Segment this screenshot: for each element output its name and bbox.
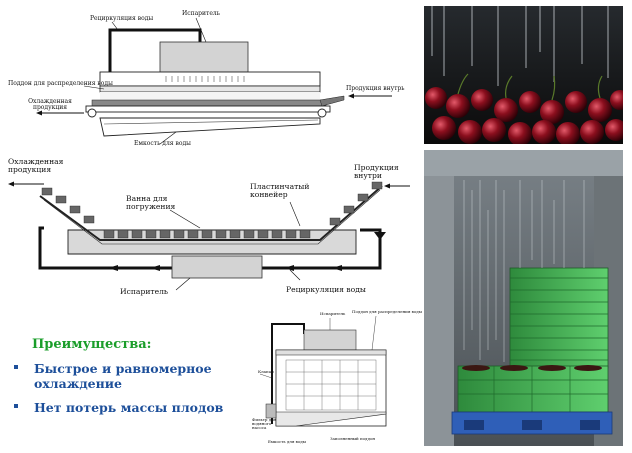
top-tray-label: Поддон для распределения воды: [8, 81, 113, 87]
bullet-icon: [14, 365, 18, 369]
small-pallet-label: Заполненный поддон: [330, 437, 375, 441]
middle-conveyor-label: Пластинчатый конвейер: [250, 183, 322, 199]
top-recirculation-label: Рециркуляция воды: [90, 16, 153, 22]
small-tray-label: Поддон для распределения воды: [352, 310, 422, 314]
middle-bath-label: Ванна для погружения: [126, 195, 186, 211]
conveyor-roller-right: [318, 109, 326, 117]
cherries-photo: [424, 6, 623, 144]
top-chilled-product-label: Охлажденная продукция: [24, 99, 76, 112]
small-pump: [266, 404, 276, 418]
middle-chilled-product-label: Охлажденная продукция: [8, 158, 78, 174]
middle-recirculation-label: Рециркуляция воды: [286, 286, 366, 294]
small-evaporator: [304, 330, 356, 350]
top-product-in-label: Продукция внутрь: [346, 86, 405, 92]
distribution-tray: [100, 86, 320, 92]
middle-product-in-label: Продукция внутри: [354, 164, 404, 180]
product-layer: [92, 100, 326, 106]
spray-zone: [100, 92, 320, 100]
advantages-title: Преимущества:: [32, 337, 151, 352]
small-filter-label: Фильтр для водяного насоса: [252, 418, 286, 431]
advantage-item-1-line-1: Быстрое и равномерное: [34, 361, 212, 376]
small-valve-label: Клапан: [258, 370, 274, 374]
conveyor-belt: [86, 106, 330, 112]
hydrocooler-housing: [100, 72, 320, 86]
small-tray: [276, 350, 386, 355]
top-water-tank-label: Емкость для воды: [134, 141, 191, 147]
feed-incline: [320, 96, 344, 106]
conveyor-roller-left: [88, 109, 96, 117]
small-evaporator-label: Испаритель: [320, 312, 345, 316]
advantage-item-2-text: Нет потерь массы плодов: [34, 400, 223, 415]
middle-evaporator: [172, 256, 262, 278]
hydrocooler-room-photo: [424, 150, 623, 446]
top-evaporator-label: Испаритель: [182, 11, 220, 17]
small-water-tank-label: Емкость для воды: [268, 440, 306, 444]
middle-evaporator-label: Испаритель: [120, 288, 168, 296]
evaporator-box: [160, 42, 248, 72]
bullet-icon: [14, 404, 18, 408]
advantage-item-1-line-2: охлаждение: [34, 376, 122, 391]
